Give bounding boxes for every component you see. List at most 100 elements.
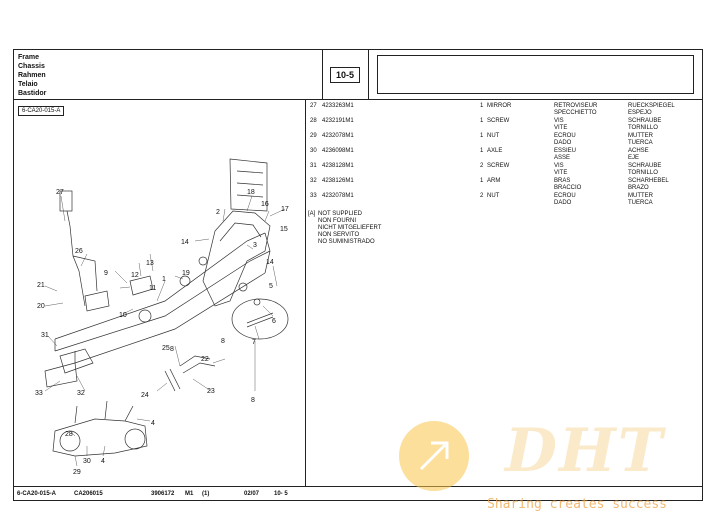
part-desc-fr: ECROU xyxy=(554,193,576,199)
callout-label: 30 xyxy=(83,458,91,465)
footer-edition: M1 xyxy=(185,491,194,497)
parts-row: 29 4232078M1 1 NUT ECROU MUTTER DADO TUE… xyxy=(310,133,700,148)
part-desc: AXLE xyxy=(487,148,503,154)
callout-label: 10 xyxy=(119,312,127,319)
callout-label: 19 xyxy=(182,270,190,277)
callout-label: 18 xyxy=(247,189,255,196)
note-line: NON FOURNI xyxy=(318,218,356,224)
part-desc-fr: ECROU xyxy=(554,133,576,139)
callout-label: 28 xyxy=(65,431,73,438)
part-ref: 29 xyxy=(310,133,317,139)
callout-label: 3 xyxy=(253,242,257,249)
callout-label: 17 xyxy=(281,206,289,213)
part-desc: NUT xyxy=(487,133,500,139)
part-desc: SCREW xyxy=(487,118,510,124)
frame-rail-upper xyxy=(54,232,266,340)
group-name-en: Frame xyxy=(18,54,40,61)
part-number: 4232078M1 xyxy=(322,193,354,199)
frame-tower xyxy=(229,158,268,212)
part-desc-fr: BRAS xyxy=(554,178,571,184)
watermark-logo: DHT xyxy=(505,416,665,486)
callout-label: 11 xyxy=(149,285,156,292)
footer-model: CA206015 xyxy=(74,491,103,497)
part-desc-it: VITE xyxy=(554,125,568,131)
callout-label: 6 xyxy=(272,318,276,325)
part-desc: MIRROR xyxy=(487,103,512,109)
parts-row: 28 4232191M1 1 SCREW VIS SCHRAUBE VITE T… xyxy=(310,118,700,133)
watermark: DHT Sharing creates success xyxy=(395,416,727,517)
mirror-shape xyxy=(59,190,73,212)
part-desc-es: TORNILLO xyxy=(628,125,658,131)
part-desc-it: VITE xyxy=(554,170,568,176)
footer-catalog: 3906172 xyxy=(151,491,175,497)
part-desc-de: MUTTER xyxy=(628,133,653,139)
column-divider xyxy=(305,100,306,486)
part-ref: 27 xyxy=(310,103,317,109)
part-desc-it: DADO xyxy=(554,200,572,206)
part-qty: 1 xyxy=(480,118,484,124)
hydraulic-pipe xyxy=(179,355,216,374)
part-number: 4232191M1 xyxy=(322,118,354,124)
callout-label: 8 xyxy=(251,397,255,404)
callout-label: 7 xyxy=(252,339,256,346)
part-desc: NUT xyxy=(487,193,500,199)
part-ref: 33 xyxy=(310,193,317,199)
part-ref: 28 xyxy=(310,118,317,124)
callout-label: 14 xyxy=(181,239,189,246)
part-desc-de: MUTTER xyxy=(628,193,653,199)
part-desc-de: SCHRAUBE xyxy=(628,118,662,124)
part-qty: 2 xyxy=(480,193,484,199)
callout-label: 27 xyxy=(56,189,64,196)
callout-label: 14 xyxy=(266,259,274,266)
part-number: 4238126M1 xyxy=(322,178,354,184)
callout-label: 21 xyxy=(37,282,45,289)
part-desc: ARM xyxy=(487,178,501,184)
watermark-circle-icon xyxy=(399,421,469,491)
part-desc-de: SCHRAUBE xyxy=(628,163,662,169)
part-ref: 30 xyxy=(310,148,317,154)
callout-label: 23 xyxy=(207,388,215,395)
part-desc-es: EJE xyxy=(628,155,640,161)
front-bracket xyxy=(59,348,94,374)
exploded-frame-diagram: 27 2 18 16 17 15 14 3 26 9 12 13 1 19 11… xyxy=(35,158,289,476)
callout-label: 33 xyxy=(35,390,43,397)
callout-label: 5 xyxy=(269,283,273,290)
callout-label: 32 xyxy=(77,390,85,397)
section-number: 10-5 xyxy=(330,67,360,83)
part-qty: 1 xyxy=(480,178,484,184)
header-blank-box xyxy=(369,50,702,100)
mirror-arm xyxy=(66,210,86,307)
footer-page-ref: (1) xyxy=(202,491,210,497)
group-name-box: Frame Chassis Rahmen Telaio Bastidor xyxy=(14,50,323,100)
part-desc-es: TORNILLO xyxy=(628,170,658,176)
group-name-it: Telaio xyxy=(18,81,38,88)
part-desc-fr: VIS xyxy=(554,118,564,124)
callout-label: 9 xyxy=(104,270,108,277)
header-inner-box xyxy=(377,55,694,94)
note-line: NOT SUPPLIED xyxy=(318,211,362,217)
part-number: 4236098M1 xyxy=(322,148,354,154)
part-qty: 2 xyxy=(480,163,484,169)
part-desc-de: RUECKSPIEGEL xyxy=(628,103,675,109)
part-desc-it: ASSE xyxy=(554,155,571,161)
callout-label: 26 xyxy=(75,248,83,255)
part-desc-de: ACHSE xyxy=(628,148,649,154)
footer-section: 10- 5 xyxy=(274,491,288,497)
part-number: 4232078M1 xyxy=(322,133,354,139)
parts-row: 32 4238126M1 1 ARM BRAS SCHARHEBEL BRACC… xyxy=(310,178,700,193)
callout-label: 29 xyxy=(73,469,81,476)
drawing-code-label: 6-CA20-015-A xyxy=(18,106,65,116)
part-desc-it: SPECCHIETTO xyxy=(554,110,597,116)
parts-row: 33 4232078M1 2 NUT ECROU MUTTER DADO TUE… xyxy=(310,193,700,208)
frame-rail-inner xyxy=(74,272,266,364)
footer-divider xyxy=(14,486,702,487)
part-desc-fr: VIS xyxy=(554,163,564,169)
part-desc-de: SCHARHEBEL xyxy=(628,178,669,184)
callout-label: 15 xyxy=(280,226,288,233)
part-desc-es: TUERCA xyxy=(628,140,653,146)
part-number: 4238128M1 xyxy=(322,163,354,169)
footer-date: 02/07 xyxy=(244,491,260,497)
callout-label: 12 xyxy=(131,272,139,279)
group-name-es: Bastidor xyxy=(18,90,47,97)
notes-marker: [A] xyxy=(308,211,316,217)
